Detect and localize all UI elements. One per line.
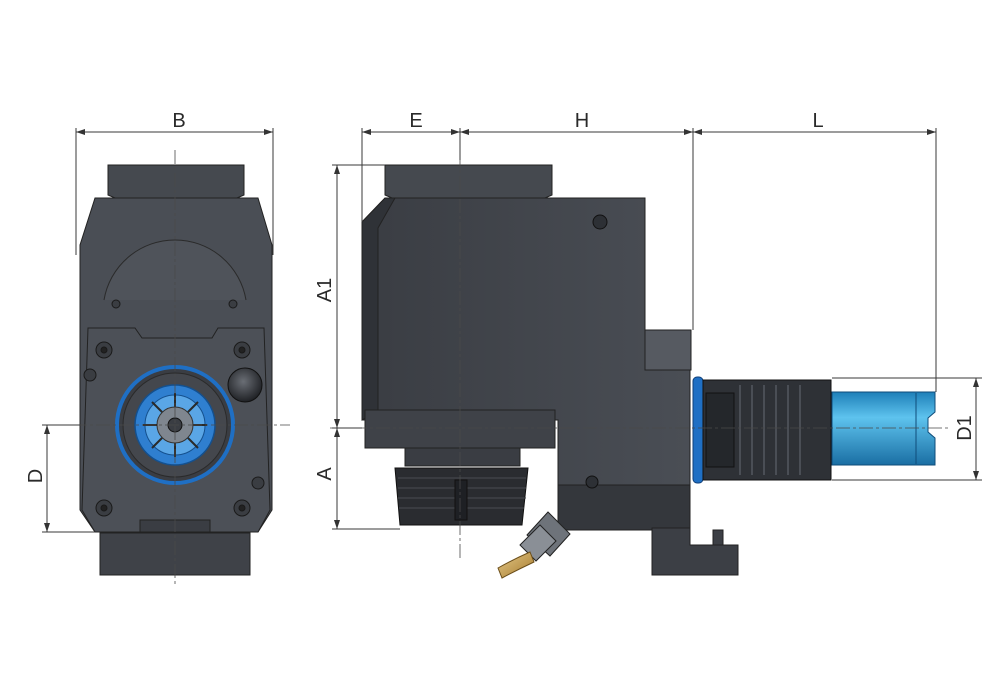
dim-b: B <box>75 110 274 255</box>
side-bevel <box>361 197 396 421</box>
dim-label-h: H <box>575 110 589 132</box>
side-foot-bolt <box>712 529 724 546</box>
dim-label-a: A <box>314 467 336 481</box>
side-collet-nut <box>394 447 529 526</box>
side-lower-block <box>557 484 691 531</box>
dim-label-l: L <box>812 110 823 132</box>
dim-label-e: E <box>409 110 422 132</box>
dim-label-b: B <box>172 110 185 132</box>
side-view <box>330 130 950 579</box>
dim-ehl: E H L <box>361 110 937 392</box>
drive-shaft <box>831 391 936 466</box>
brass-hose <box>497 551 535 579</box>
side-foot <box>651 527 739 576</box>
dim-label-d1: D1 <box>954 415 976 441</box>
dim-d1: D1 <box>832 377 982 481</box>
coolant-nozzle-ball <box>227 367 263 403</box>
coolant-fitting <box>497 511 571 579</box>
side-right-block <box>644 329 692 371</box>
dim-a1-a: A1 A <box>314 164 400 530</box>
drive-shaft-housing <box>692 376 832 484</box>
side-screw-top <box>592 214 608 230</box>
dim-label-d: D <box>25 469 47 483</box>
front-view <box>50 150 290 585</box>
side-screw-lower <box>585 475 599 489</box>
dim-label-a1: A1 <box>314 278 336 302</box>
side-top-key <box>384 164 553 199</box>
front-screws <box>83 299 265 517</box>
dim-d: D <box>25 424 95 533</box>
front-top-key <box>107 164 245 199</box>
